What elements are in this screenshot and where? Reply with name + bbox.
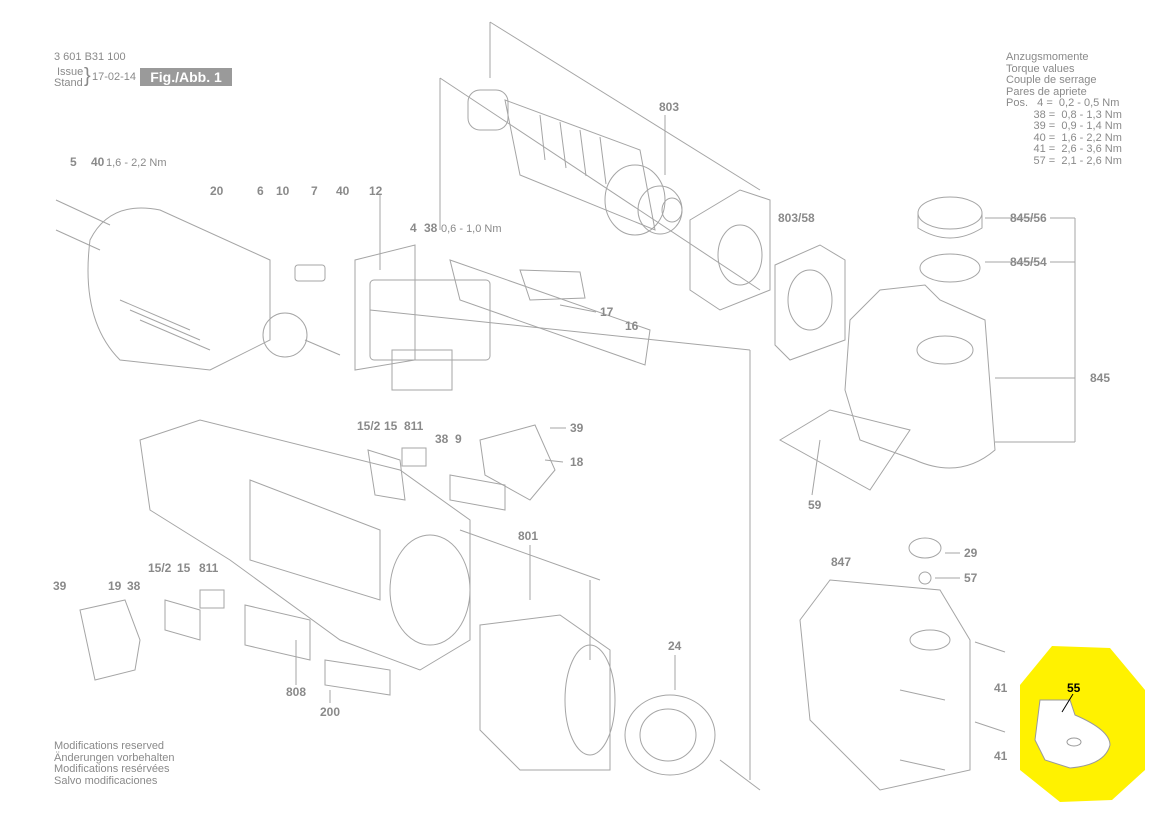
label-811b: 811 xyxy=(199,561,219,575)
label-15-2b: 15/2 xyxy=(148,561,172,575)
small-parts xyxy=(79,424,556,696)
label-38a: 38 xyxy=(424,221,438,235)
torque-row: Pos. 4 = 0,2 - 0,5 Nm xyxy=(1006,97,1120,109)
label-20: 20 xyxy=(210,184,224,198)
label-40b: 40 xyxy=(336,184,350,198)
gear-head xyxy=(779,196,996,491)
label-39a: 39 xyxy=(570,421,584,435)
brace: } xyxy=(84,65,91,87)
label-803: 803 xyxy=(659,100,679,114)
torque-title-en: Torque values xyxy=(1006,62,1075,75)
footer-line: Änderungen vorbehalten xyxy=(54,751,175,764)
label-29: 29 xyxy=(964,546,978,560)
highlighted-part-55 xyxy=(1020,646,1145,802)
label-803-58: 803/58 xyxy=(778,211,815,225)
label-5: 5 xyxy=(70,155,77,169)
label-15b: 15 xyxy=(177,561,191,575)
bearing-flange xyxy=(689,189,846,361)
label-847: 847 xyxy=(831,555,851,569)
torque-row: 40 = 1,6 - 2,2 Nm xyxy=(1006,131,1122,144)
label-6: 6 xyxy=(257,184,264,198)
figure-title: Fig./Abb. 1 xyxy=(140,68,232,86)
torque-table: Anzugsmomente Torque values Couple de se… xyxy=(1006,51,1122,167)
label-38c: 38 xyxy=(127,579,141,593)
footer-line: Modifications reserved xyxy=(54,740,165,752)
label-4: 4 xyxy=(410,221,417,235)
label-39b: 39 xyxy=(53,579,67,593)
label-845-54: 845/54 xyxy=(1010,255,1047,269)
main-housing xyxy=(139,419,716,776)
label-38b: 38 xyxy=(435,432,449,446)
label-12: 12 xyxy=(369,184,383,198)
label-801: 801 xyxy=(518,529,538,543)
label-845: 845 xyxy=(1090,371,1110,385)
label-41b: 41 xyxy=(994,749,1008,763)
torque-row: 39 = 0,9 - 1,4 Nm xyxy=(1006,120,1122,132)
torque-title-de: Anzugsmomente xyxy=(1006,51,1089,63)
motor-housing xyxy=(87,207,651,391)
torque-row: 57 = 2,1 - 2,6 Nm xyxy=(1006,154,1122,167)
issue-label: Issue xyxy=(57,66,84,78)
label-17: 17 xyxy=(600,305,614,319)
torque-row: 41 = 2,6 - 3,6 Nm xyxy=(1006,143,1122,155)
label-57: 57 xyxy=(964,571,978,585)
label-18: 18 xyxy=(570,455,584,469)
label-16: 16 xyxy=(625,319,639,333)
label-200: 200 xyxy=(320,705,340,719)
footer-notes: Modifications reserved Änderungen vorbeh… xyxy=(54,740,175,787)
torque-row: 38 = 0,8 - 1,3 Nm xyxy=(1006,108,1122,121)
armature xyxy=(467,89,683,236)
label-10: 10 xyxy=(276,184,290,198)
stand-label: Stand xyxy=(54,77,83,89)
label-38a-torque: 0,6 - 1,0 Nm xyxy=(441,223,502,235)
part-labels: 5 40 1,6 - 2,2 Nm 20 6 10 7 40 12 4 38 0… xyxy=(53,100,1110,763)
part-55-shape xyxy=(1034,699,1111,769)
footer-line: Salvo modificaciones xyxy=(54,774,158,787)
part-number: 3 601 B31 100 xyxy=(54,51,126,63)
label-41a: 41 xyxy=(994,681,1008,695)
label-808: 808 xyxy=(286,685,306,699)
gear-cover xyxy=(799,537,1006,791)
label-811a: 811 xyxy=(404,419,424,433)
callout-lines xyxy=(295,115,1076,703)
label-19: 19 xyxy=(108,579,122,593)
label-24: 24 xyxy=(668,639,682,653)
label-9: 9 xyxy=(455,432,462,446)
label-15a: 15 xyxy=(384,419,398,433)
torque-title-es: Pares de apriete xyxy=(1006,85,1087,98)
label-7: 7 xyxy=(311,184,318,198)
footer-line: Modifications resérvées xyxy=(54,763,170,775)
label-845-56: 845/56 xyxy=(1010,211,1047,225)
label-40a-torque: 1,6 - 2,2 Nm xyxy=(106,157,167,169)
label-15-2a: 15/2 xyxy=(357,419,381,433)
label-59: 59 xyxy=(808,498,822,512)
torque-title-fr: Couple de serrage xyxy=(1006,74,1097,86)
leader-lines xyxy=(55,21,761,791)
issue-date: 17-02-14 xyxy=(92,71,137,83)
label-40a: 40 xyxy=(91,155,105,169)
label-55: 55 xyxy=(1067,681,1081,695)
